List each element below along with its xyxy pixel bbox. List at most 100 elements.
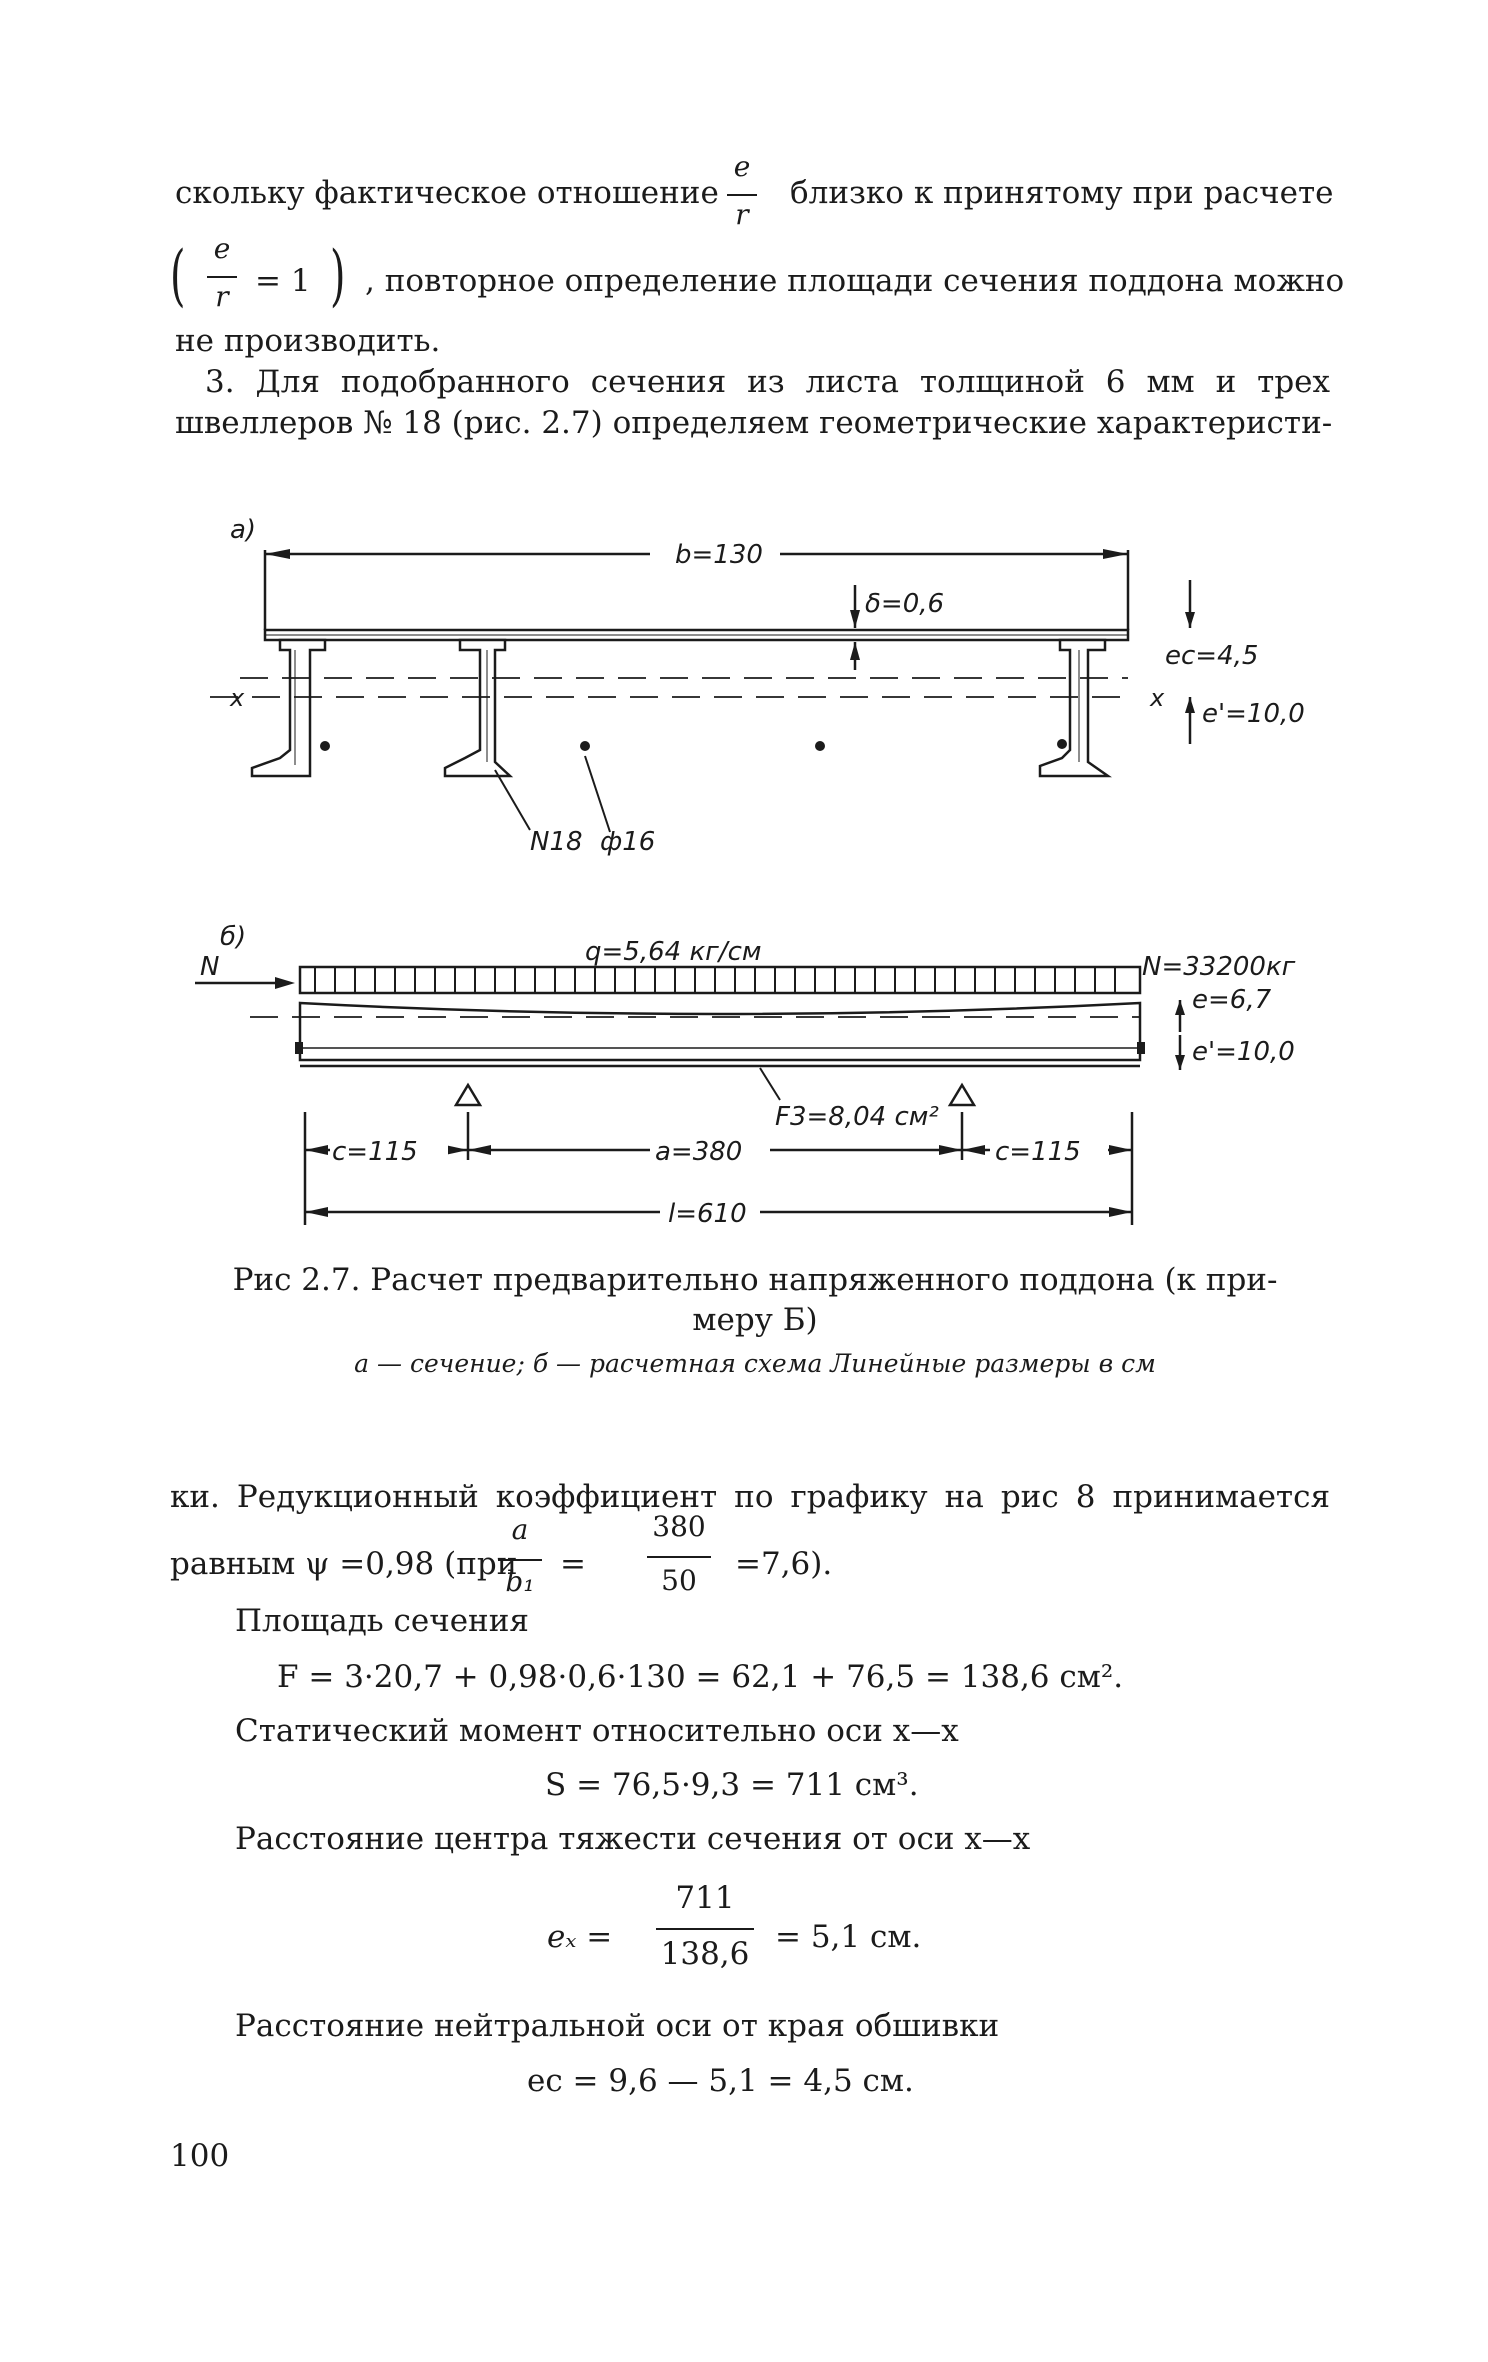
equals-one: = 1 bbox=[255, 263, 311, 299]
fraction-bar bbox=[727, 194, 757, 196]
figure-caption-line-1: Рис 2.7. Расчет предварительно напряженн… bbox=[232, 1262, 1278, 1298]
arrow-c-l1 bbox=[305, 1145, 328, 1155]
label-a: а) bbox=[230, 515, 256, 545]
anchor-left bbox=[295, 1042, 303, 1054]
e-dim-arrowhead bbox=[1175, 1000, 1185, 1015]
fraction-380-over-50: 380 50 bbox=[645, 1510, 713, 1610]
anchor-right bbox=[1137, 1042, 1145, 1054]
fraction-e-over-r: e r bbox=[725, 150, 759, 240]
label-b: b=130 bbox=[675, 540, 763, 570]
label-b-part: б) bbox=[220, 922, 246, 952]
fraction-711-over-138: 711 138,6 bbox=[650, 1880, 760, 1990]
delta-arrowhead-bottom bbox=[850, 642, 860, 660]
fraction-numerator: 380 bbox=[652, 1510, 706, 1543]
text-line-5: швеллеров № 18 (рис. 2.7) определяем гео… bbox=[175, 405, 1333, 441]
eprime-b-arrowhead bbox=[1175, 1055, 1185, 1070]
label-bg-a bbox=[650, 1132, 770, 1162]
channel-left bbox=[250, 638, 327, 778]
cg-distance-label: Расстояние центра тяжести сечения от оси… bbox=[235, 1821, 1031, 1857]
fraction-denominator: 138,6 bbox=[660, 1936, 750, 1972]
fraction-denominator: r bbox=[735, 198, 749, 231]
fraction-e-over-r-2: e r bbox=[205, 232, 239, 322]
fraction-denominator: 50 bbox=[661, 1564, 697, 1597]
label-x-right: x bbox=[1149, 684, 1165, 712]
label-x-left: x bbox=[229, 684, 245, 712]
eprime-arrowhead bbox=[1185, 697, 1195, 713]
ex-lhs: eₓ = bbox=[547, 1919, 613, 1955]
label-eprime-b: e'=10,0 bbox=[1192, 1037, 1295, 1067]
label-q: q=5,64 кг/см bbox=[585, 937, 761, 967]
paren-open: ( bbox=[170, 237, 186, 314]
arrow-left bbox=[265, 549, 290, 559]
fraction-denominator: b₁ bbox=[505, 1565, 535, 1598]
force-N-arrowhead bbox=[275, 977, 295, 989]
text-line-4: 3. Для подобранного сечения из листа тол… bbox=[205, 364, 1330, 400]
support-left bbox=[453, 1082, 483, 1107]
arrow-l-right bbox=[1109, 1207, 1132, 1217]
delta-arrowhead-top bbox=[850, 610, 860, 628]
label-a380: a=380 bbox=[655, 1137, 742, 1167]
arrow-c-l2 bbox=[445, 1145, 468, 1155]
figure-caption-line-2: меру Б) bbox=[692, 1302, 818, 1338]
fraction-bar bbox=[498, 1559, 542, 1561]
static-moment-formula: S = 76,5·9,3 = 711 см³. bbox=[545, 1767, 919, 1803]
label-bg-c1 bbox=[330, 1132, 448, 1162]
body-line-2-end: =7,6). bbox=[735, 1546, 833, 1582]
label-bg-c2 bbox=[990, 1132, 1108, 1162]
rebar-dot-2 bbox=[580, 741, 590, 751]
distributed-load bbox=[298, 965, 1142, 995]
label-N-left: N bbox=[200, 952, 219, 982]
fraction-bar bbox=[656, 1928, 754, 1930]
rebar-dot-4 bbox=[1057, 739, 1067, 749]
label-eprime-a: e'=10,0 bbox=[1202, 699, 1305, 729]
arrow-right bbox=[1103, 549, 1128, 559]
leader-n18 bbox=[494, 769, 531, 831]
channel-right bbox=[1038, 638, 1112, 778]
fraction-a-over-b1: a b₁ bbox=[495, 1513, 545, 1613]
channel-middle bbox=[443, 638, 514, 778]
text-line-1b: близко к принятому при расчете bbox=[790, 175, 1334, 211]
label-phi: ф16 bbox=[600, 827, 655, 857]
label-c1: c=115 bbox=[332, 1137, 418, 1167]
fraction-bar bbox=[647, 1556, 711, 1558]
rebar-dot-3 bbox=[815, 741, 825, 751]
text-line-1a: скольку фактическое отношение bbox=[175, 175, 719, 211]
load-hatching bbox=[314, 967, 1116, 993]
fraction-numerator: 711 bbox=[675, 1880, 735, 1916]
text-line-2: , повторное определение площади сечения … bbox=[365, 263, 1345, 299]
neutral-axis-formula: eс = 9,6 — 5,1 = 4,5 см. bbox=[527, 2063, 914, 2099]
ec-arrowhead bbox=[1185, 612, 1195, 628]
label-ec: eс=4,5 bbox=[1165, 641, 1258, 671]
figure-caption-subtitle: а — сечение; б — расчетная схема Линейны… bbox=[354, 1349, 1156, 1378]
fraction-denominator: r bbox=[215, 280, 229, 313]
page-number: 100 bbox=[170, 2138, 230, 2174]
label-N-value: N=33200кг bbox=[1142, 952, 1296, 982]
label-delta: δ=0,6 bbox=[865, 589, 944, 619]
arrow-l-left bbox=[305, 1207, 328, 1217]
arrow-c-r2 bbox=[1109, 1145, 1132, 1155]
text-line-3: не производить. bbox=[175, 323, 441, 359]
figure-2-7-drawing: а) b=130 δ=0,6 bbox=[195, 515, 1305, 1229]
leader-phi bbox=[584, 755, 611, 833]
fraction-numerator: e bbox=[733, 150, 751, 183]
area-formula: F = 3·20,7 + 0,98·0,6·130 = 62,1 + 76,5 … bbox=[277, 1659, 1124, 1695]
fraction-numerator: e bbox=[213, 232, 231, 265]
fraction-numerator: a bbox=[511, 1513, 529, 1546]
equals-sign: = bbox=[560, 1546, 586, 1582]
rebar-dot-1 bbox=[320, 741, 330, 751]
static-moment-label: Статический момент относительно оси x—x bbox=[235, 1713, 959, 1749]
body-line-2-start: равным ψ =0,98 (при bbox=[170, 1546, 518, 1582]
label-bg-l bbox=[660, 1197, 760, 1229]
arrow-a-l bbox=[468, 1145, 491, 1155]
leader-F3 bbox=[759, 1067, 781, 1101]
neutral-axis-label: Расстояние нейтральной оси от края обшив… bbox=[235, 2008, 1000, 2044]
label-e: e=6,7 bbox=[1192, 985, 1272, 1015]
arrow-a-r bbox=[939, 1145, 962, 1155]
arrow-c-r1 bbox=[962, 1145, 985, 1155]
support-right bbox=[947, 1082, 977, 1107]
fraction-bar bbox=[207, 276, 237, 278]
label-c2: c=115 bbox=[995, 1137, 1081, 1167]
beam-body bbox=[298, 1001, 1142, 1062]
label-F3: F3=8,04 см² bbox=[775, 1102, 939, 1132]
